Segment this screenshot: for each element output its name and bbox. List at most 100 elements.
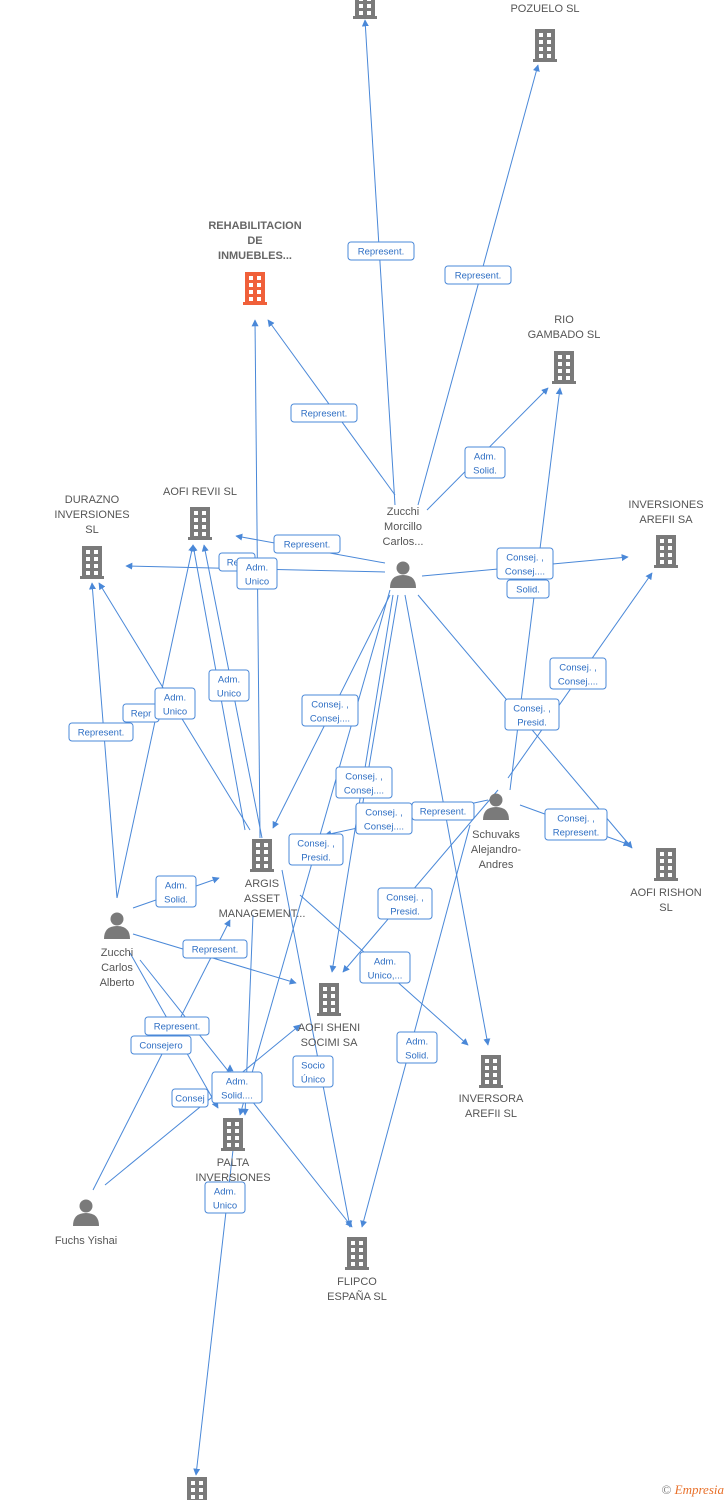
company-bottom_partial-building-icon[interactable] [185, 1477, 209, 1500]
company-flipco-building-icon[interactable] [345, 1237, 369, 1270]
company-argis-label-line-3: MANAGEMENT... [219, 908, 306, 920]
person-schuvaks-label-line-2: Alejandro- [471, 844, 521, 856]
person-zca-label-line-1: Zucchi [101, 947, 133, 959]
edge-label-text: Represent. [420, 807, 466, 818]
company-pozuelo-building-icon[interactable] [533, 29, 557, 62]
company-invarefii-label-line-2: AREFII SA [639, 514, 693, 526]
edge-label-text: Represent. [301, 409, 347, 420]
edge-label-text: Adm. [474, 452, 496, 463]
company-aofirishon-building-icon[interactable] [654, 848, 678, 881]
edge-label-l1[interactable]: Represent. [347, 241, 415, 261]
person-zca-icon[interactable] [104, 912, 130, 940]
edge-label-text: Consej.... [505, 567, 545, 578]
edge-label-text: Adm. [164, 693, 186, 704]
edge-label-l3[interactable]: Represent. [290, 403, 358, 423]
company-durazno-label-line-2: INVERSIONES [54, 509, 129, 521]
edge-label-l25[interactable]: Adm. Unico,... [359, 951, 411, 984]
edge-label-l14[interactable]: Adm. Unico [154, 687, 196, 720]
edge-label-text: Represent. [192, 945, 238, 956]
edge-label-l17[interactable]: Consej. ,Consej.... [335, 766, 393, 799]
edge-label-text: Represent. [553, 828, 599, 839]
edge-label-l19[interactable]: Represent. [411, 801, 475, 821]
edge-label-text: Unico [213, 1201, 237, 1212]
edge-label-l4[interactable]: Adm. Solid. [464, 446, 506, 479]
edge-label-text: Consej. , [506, 553, 544, 564]
edge-label-l20[interactable]: Consej. ,Presid. [288, 833, 344, 866]
edge-label-text: Solid. [473, 466, 497, 477]
edge-label-l21[interactable]: Consej. ,Represent. [544, 808, 608, 841]
edge-label-text: Unico [245, 577, 269, 588]
company-rio-label-line-2: GAMBADO SL [528, 329, 601, 341]
edge-label-text: Unico [163, 707, 187, 718]
company-palta-building-icon[interactable] [221, 1118, 245, 1151]
edge-label-text: Adm. [246, 563, 268, 574]
company-palta-label-line-2: INVERSIONES [195, 1172, 270, 1184]
company-rio-building-icon[interactable] [552, 351, 576, 384]
company-durazno-building-icon[interactable] [80, 546, 104, 579]
company-top_partial-building-icon[interactable] [353, 0, 377, 19]
edge-label-l23[interactable]: Consej. ,Presid. [377, 887, 433, 920]
edge-label-l27[interactable]: Consejero [130, 1035, 192, 1055]
person-zmc-label-line-2: Morcillo [384, 521, 422, 533]
edge-label-l5[interactable]: Represent. [273, 534, 341, 554]
edge-label-l16[interactable]: Consej. ,Consej.... [301, 694, 359, 727]
edge-label-text: Consej. , [513, 704, 551, 715]
edge-label-l11[interactable]: Consej. ,Presid. [504, 698, 560, 731]
edge-label-l13[interactable]: Repr [122, 703, 160, 723]
edge-label-text: Represent. [455, 271, 501, 282]
edge-2 [417, 64, 540, 506]
edge-label-l31[interactable]: Adm.Solid.... [211, 1071, 263, 1104]
company-inversora-building-icon[interactable] [479, 1055, 503, 1088]
edge-label-text: Consej. , [345, 772, 383, 783]
company-rehab-label-line-1: REHABILITACION [208, 220, 301, 232]
edge-labels-layer: Represent.Represent.Represent.Adm.Solid.… [68, 241, 608, 1214]
company-aofirevii-building-icon[interactable] [188, 507, 212, 540]
edge-label-text: Adm. [374, 957, 396, 968]
company-aofisheni-building-icon[interactable] [317, 983, 341, 1016]
edge-label-text: Presid. [301, 853, 331, 864]
edge-label-text: Adm. [218, 675, 240, 686]
company-rehab-building-icon[interactable] [243, 272, 267, 305]
edge-label-l9[interactable]: Solid. [506, 579, 550, 599]
edge-label-l18[interactable]: Consej. ,Consej.... [355, 802, 413, 835]
edge-label-l26[interactable]: Represent. [144, 1016, 210, 1036]
edge-label-text: Socio [301, 1061, 325, 1072]
edge-label-text: Unico,... [368, 971, 403, 982]
edge-label-l7[interactable]: Adm. Unico [236, 557, 278, 590]
edge-label-text: Consejero [139, 1041, 182, 1052]
company-aofirishon-label-line-1: AOFI RISHON [630, 887, 702, 899]
company-rio-label-line-1: RIO [554, 314, 574, 326]
edge-label-l28[interactable]: Adm.Solid. [396, 1031, 438, 1064]
edge-label-text: Unico [217, 689, 241, 700]
person-fuchs-label-line-1: Fuchs Yishai [55, 1235, 117, 1247]
person-zmc-icon[interactable] [390, 561, 416, 589]
edge-label-text: Represent. [358, 247, 404, 258]
edge-label-l8[interactable]: Consej. , Consej.... [496, 547, 554, 580]
person-fuchs-icon[interactable] [73, 1199, 99, 1227]
company-inversora-label-line-1: INVERSORA [459, 1093, 524, 1105]
edge-label-l2[interactable]: Represent. [444, 265, 512, 285]
edge-label-l24[interactable]: Represent. [182, 939, 248, 959]
edge-label-l32[interactable]: Adm.Unico [204, 1181, 246, 1214]
person-zca-label-line-3: Alberto [100, 977, 135, 989]
company-rehab-label-line-3: INMUEBLES... [218, 250, 292, 262]
company-invarefii-building-icon[interactable] [654, 535, 678, 568]
edge-label-text: Adm. [165, 881, 187, 892]
person-schuvaks-label-line-3: Andres [479, 859, 514, 871]
edge-label-l12[interactable]: Adm. Unico [208, 669, 250, 702]
person-schuvaks-icon[interactable] [483, 793, 509, 821]
company-flipco-label-line-2: ESPAÑA SL [327, 1290, 387, 1303]
company-aofirevii-label-line-1: AOFI REVII SL [163, 486, 237, 498]
edge-label-l15[interactable]: Represent. [68, 722, 134, 742]
company-inversora-label-line-2: AREFII SL [465, 1108, 517, 1120]
brand-name: Empresia [674, 1482, 724, 1497]
edge-label-text: Solid. [164, 895, 188, 906]
company-argis-building-icon[interactable] [250, 839, 274, 872]
edge-label-l30[interactable]: Consej [171, 1088, 209, 1108]
edge-label-l22[interactable]: Adm. Solid. [155, 875, 197, 908]
edge-label-text: Presid. [390, 907, 420, 918]
edge-label-l10[interactable]: Consej. ,Consej.... [549, 657, 607, 690]
edge-label-text: Consej. , [365, 808, 403, 819]
